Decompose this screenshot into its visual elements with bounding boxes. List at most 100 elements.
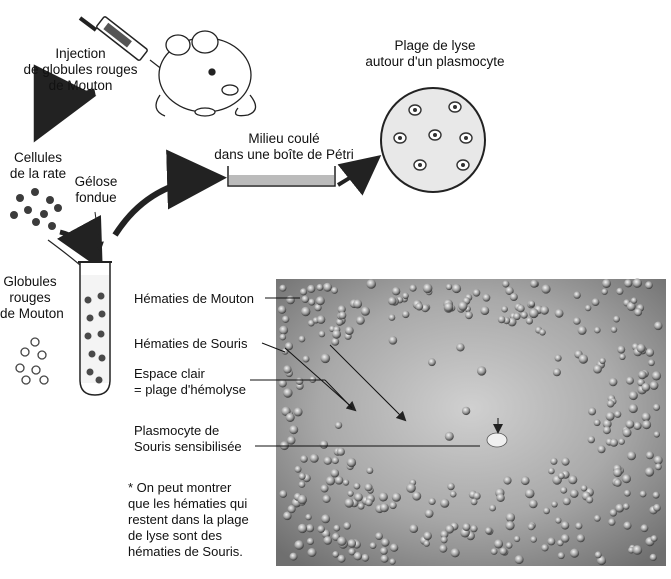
erythrocyte: [317, 525, 325, 533]
erythrocyte: [520, 476, 530, 486]
erythrocyte: [325, 476, 336, 486]
erythrocyte: [616, 287, 624, 295]
erythrocyte: [428, 358, 436, 367]
erythrocyte: [308, 298, 316, 306]
erythrocyte: [645, 281, 653, 290]
erythrocyte: [402, 292, 409, 300]
erythrocyte: [320, 353, 331, 364]
erythrocyte: [568, 475, 578, 485]
erythrocyte: [423, 531, 432, 541]
erythrocyte: [651, 371, 662, 381]
erythrocyte: [356, 316, 365, 325]
lysis-plaque-dish: [380, 87, 486, 193]
erythrocyte: [283, 511, 292, 521]
erythrocyte: [321, 514, 331, 524]
erythrocyte: [450, 548, 460, 558]
erythrocyte: [514, 555, 524, 565]
erythrocyte: [346, 457, 357, 468]
erythrocyte: [279, 490, 288, 498]
erythrocyte: [623, 489, 631, 497]
erythrocyte: [462, 523, 471, 531]
arrow-mouse-to-spleen: [33, 64, 97, 143]
erythrocyte: [633, 421, 642, 430]
arrow-cells-to-tube: [56, 214, 103, 271]
erythrocyte: [323, 536, 333, 545]
erythrocyte: [587, 435, 595, 444]
erythrocyte: [287, 505, 296, 514]
erythrocyte: [619, 353, 626, 360]
erythrocyte: [652, 403, 661, 411]
erythrocyte: [283, 388, 293, 398]
erythrocyte: [305, 524, 315, 533]
erythrocyte: [391, 287, 401, 296]
erythrocyte: [505, 286, 514, 295]
erythrocyte: [331, 337, 340, 346]
erythrocyte: [342, 479, 350, 486]
erythrocyte: [655, 463, 662, 471]
erythrocyte: [286, 295, 295, 305]
erythrocyte: [335, 318, 344, 326]
erythrocyte: [279, 325, 289, 335]
erythrocyte: [482, 293, 491, 302]
erythrocyte: [300, 455, 308, 463]
erythrocyte: [379, 503, 389, 513]
erythrocyte: [409, 524, 419, 533]
erythrocyte: [639, 490, 647, 498]
erythrocyte: [551, 501, 558, 508]
erythrocyte: [516, 304, 525, 313]
erythrocyte: [336, 447, 345, 456]
erythrocyte: [476, 366, 487, 376]
erythrocyte: [360, 306, 370, 316]
erythrocyte: [365, 498, 373, 507]
sheep-rbc-dots: [15, 337, 49, 385]
erythrocyte: [298, 481, 306, 488]
erythrocyte: [560, 521, 570, 530]
erythrocyte: [609, 438, 619, 447]
erythrocyte: [440, 530, 449, 539]
erythrocyte: [613, 315, 620, 323]
erythrocyte: [618, 438, 625, 445]
erythrocyte: [525, 317, 534, 325]
erythrocyte: [597, 445, 606, 454]
erythrocyte: [375, 532, 383, 540]
erythrocyte: [344, 498, 354, 508]
erythrocyte: [421, 304, 430, 313]
erythrocyte: [490, 548, 498, 555]
erythrocyte: [562, 497, 571, 506]
erythrocyte: [648, 359, 655, 367]
erythrocyte: [625, 419, 635, 429]
erythrocyte: [642, 420, 652, 430]
petri-dish-icon: [227, 166, 336, 187]
erythrocyte: [638, 370, 647, 380]
erythrocyte: [298, 335, 306, 343]
erythrocyte: [337, 305, 346, 314]
erythrocyte: [388, 336, 398, 345]
erythrocyte: [547, 537, 556, 546]
erythrocyte: [305, 513, 312, 521]
erythrocyte: [423, 540, 430, 547]
erythrocyte: [602, 419, 612, 429]
erythrocyte: [503, 476, 512, 485]
erythrocyte: [505, 542, 513, 549]
erythrocyte: [378, 492, 388, 502]
erythrocyte: [484, 527, 493, 535]
erythrocyte: [369, 542, 377, 549]
erythrocyte: [609, 509, 618, 517]
erythrocyte: [316, 283, 324, 291]
erythrocyte: [299, 288, 308, 296]
erythrocyte: [364, 483, 373, 492]
erythrocyte: [630, 297, 638, 304]
erythrocyte: [334, 421, 343, 429]
erythrocyte: [575, 522, 583, 530]
erythrocyte: [451, 283, 462, 294]
erythrocyte: [641, 382, 651, 392]
erythrocyte: [409, 284, 417, 292]
erythrocyte: [297, 494, 308, 505]
erythrocyte: [301, 295, 310, 304]
erythrocyte: [366, 279, 377, 289]
erythrocyte: [602, 279, 611, 288]
erythrocyte: [323, 456, 332, 465]
erythrocyte: [322, 494, 331, 503]
erythrocyte: [445, 524, 454, 534]
